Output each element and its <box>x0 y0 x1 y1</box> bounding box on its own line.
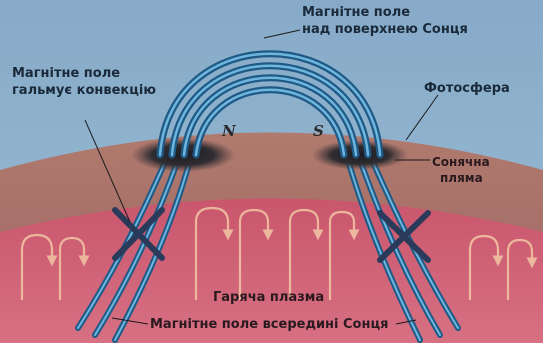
label-field-inside: Магнітне поле всередині Сонця <box>150 317 388 332</box>
label-sunspot-line1: Сонячна <box>432 155 490 169</box>
sunspot-right <box>312 140 408 170</box>
label-pole-n: N <box>221 122 237 140</box>
label-hot-plasma: Гаряча плазма <box>213 290 324 305</box>
label-photosphere: Фотосфера <box>424 81 510 96</box>
label-field-above-line2: над поверхнею Сонця <box>302 22 468 37</box>
label-field-above-line1: Магнітне поле <box>302 5 410 20</box>
label-field-blocks-line1: Магнітне поле <box>12 66 120 81</box>
label-field-blocks-line2: гальмує конвекцію <box>12 83 156 98</box>
label-pole-s: S <box>313 122 324 140</box>
label-sunspot-line2: пляма <box>440 171 483 185</box>
